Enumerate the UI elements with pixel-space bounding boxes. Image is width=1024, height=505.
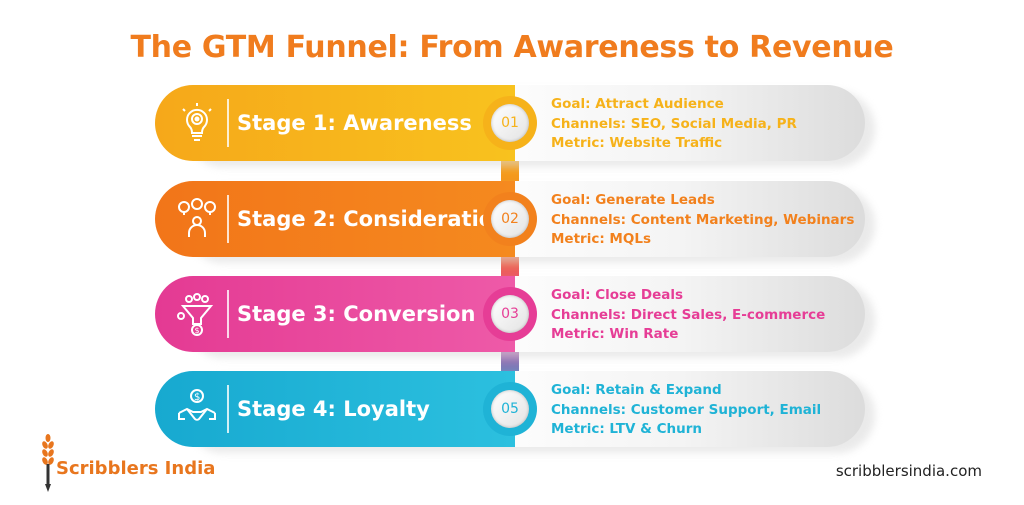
brand-logo: Scribblers India [40,434,215,494]
svg-text:$: $ [194,392,200,403]
stage-metric: Metric: MQLs [551,231,651,247]
wheat-pen-icon [40,434,56,494]
stage-banner [155,181,515,257]
website-url[interactable]: scribblersindia.com [835,462,982,480]
stage-number-badge: 05 [483,382,537,436]
stage-metric: Metric: Website Traffic [551,135,723,151]
stage-label: Stage 4: Loyalty [237,397,430,421]
stage-number-badge: 03 [483,287,537,341]
stage-metric: Metric: LTV & Churn [551,421,703,437]
stage-goal: Goal: Close Deals [551,287,684,303]
stage-label: Stage 1: Awareness [237,111,472,135]
stage-details: Goal: Generate Leads Channels: Content M… [551,191,854,250]
lightbulb-target-icon [175,101,219,145]
stage-label: Stage 2: Consideration [237,207,509,231]
stage-label: Stage 3: Conversion [237,302,476,326]
stage-channels: Channels: Content Marketing, Webinars [551,211,855,228]
stage-goal: Goal: Generate Leads [551,192,715,208]
brand-name: Scribblers India [56,458,216,479]
stage-channels: Channels: Direct Sales, E-commerce [551,306,826,323]
stage-details: Goal: Close Deals Channels: Direct Sales… [551,286,825,345]
stage-banner [155,371,515,447]
stage-number-badge: 01 [483,96,537,150]
stage-awareness: Stage 1: Awareness 01 Goal: Attract Audi… [155,85,875,167]
page-title: The GTM Funnel: From Awareness to Revenu… [130,30,894,65]
handshake-dollar-icon: $ [175,387,219,431]
stage-consideration: Stage 2: Consideration 02 Goal: Generate… [155,181,875,263]
svg-text:$: $ [195,326,200,335]
person-ideas-icon [175,197,219,241]
stage-channels: Channels: Customer Support, Email [551,401,822,418]
stage-goal: Goal: Attract Audience [551,96,724,112]
stage-goal: Goal: Retain & Expand [551,382,722,398]
funnel-dollar-icon: $ [175,292,219,336]
stage-number-badge: 02 [483,192,537,246]
stage-channels: Channels: SEO, Social Media, PR [551,115,797,132]
stage-conversion: $ Stage 3: Conversion 03 Goal: Close Dea… [155,276,875,358]
stage-banner [155,85,515,161]
stage-loyalty: $ Stage 4: Loyalty 05 Goal: Retain & Exp… [155,371,875,453]
stage-details: Goal: Attract Audience Channels: SEO, So… [551,95,797,154]
stage-metric: Metric: Win Rate [551,326,679,342]
stage-banner [155,276,515,352]
stage-details: Goal: Retain & Expand Channels: Customer… [551,381,821,440]
